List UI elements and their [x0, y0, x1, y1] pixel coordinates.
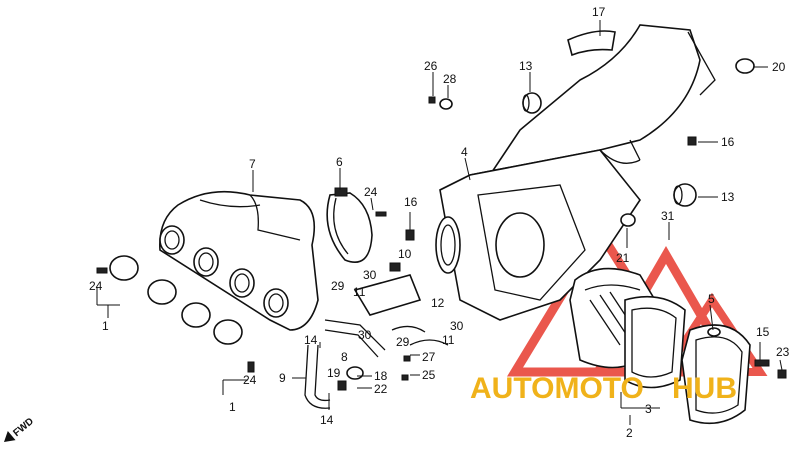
callout-24: 24: [243, 373, 257, 387]
callout-3: 3: [645, 402, 652, 416]
callout-1: 1: [229, 400, 236, 414]
air-cleaner-case: [159, 190, 319, 331]
callout-19: 19: [327, 366, 341, 380]
callout-26: 26: [424, 59, 438, 73]
callout-28: 28: [443, 72, 457, 86]
callout-5: 5: [708, 292, 715, 306]
callout-16: 16: [404, 195, 418, 209]
callout-22: 22: [374, 382, 388, 396]
watermark-hub: HUB: [672, 372, 737, 405]
callout-2: 2: [626, 426, 633, 440]
intake-clamps: [96, 255, 255, 373]
small-bolts: [405, 58, 755, 241]
callout-30: 30: [450, 319, 464, 333]
callout-numbers: 1 1 2 3 4 5 6 7 8 9 10 11 11 12 13 13 14…: [89, 5, 790, 440]
callout-17: 17: [592, 5, 606, 19]
callout-13: 13: [519, 59, 533, 73]
callout-23: 23: [776, 345, 790, 359]
callout-30: 30: [358, 328, 372, 342]
callout-13: 13: [721, 190, 735, 204]
callout-30: 30: [363, 268, 377, 282]
fwd-arrow-icon: [4, 430, 16, 442]
callout-18: 18: [374, 369, 388, 383]
grommets: [522, 92, 697, 207]
callout-29: 29: [396, 335, 410, 349]
air-filter-element: [569, 267, 686, 389]
callout-15: 15: [756, 325, 770, 339]
connecting-band: [326, 187, 387, 263]
fwd-label: FWD: [11, 416, 36, 439]
callout-31: 31: [661, 209, 675, 223]
callout-16: 16: [721, 135, 735, 149]
callout-14: 14: [304, 333, 318, 347]
callout-24: 24: [89, 279, 103, 293]
callout-14: 14: [320, 413, 334, 427]
callout-29: 29: [331, 279, 345, 293]
callout-10: 10: [398, 247, 412, 261]
callout-24: 24: [364, 185, 378, 199]
leader-lines: [96, 20, 783, 425]
callout-12: 12: [431, 296, 445, 310]
callout-21: 21: [616, 251, 630, 265]
air-cleaner-cover: [681, 324, 787, 425]
callout-20: 20: [772, 60, 786, 74]
watermark-text: AUTOMOTO HUB: [470, 372, 737, 405]
callout-9: 9: [279, 371, 286, 385]
fwd-indicator: FWD: [4, 416, 36, 442]
callout-25: 25: [422, 368, 436, 382]
callout-6: 6: [336, 155, 343, 169]
callout-27: 27: [422, 350, 436, 364]
callout-4: 4: [461, 145, 468, 159]
callout-1: 1: [102, 319, 109, 333]
cover-piece: [567, 30, 616, 57]
callout-11: 11: [353, 285, 366, 299]
air-box: [435, 24, 716, 321]
callout-11: 11: [442, 333, 455, 347]
watermark-automoto: AUTOMOTO: [470, 372, 644, 405]
callout-7: 7: [249, 157, 256, 171]
callout-8: 8: [341, 350, 348, 364]
